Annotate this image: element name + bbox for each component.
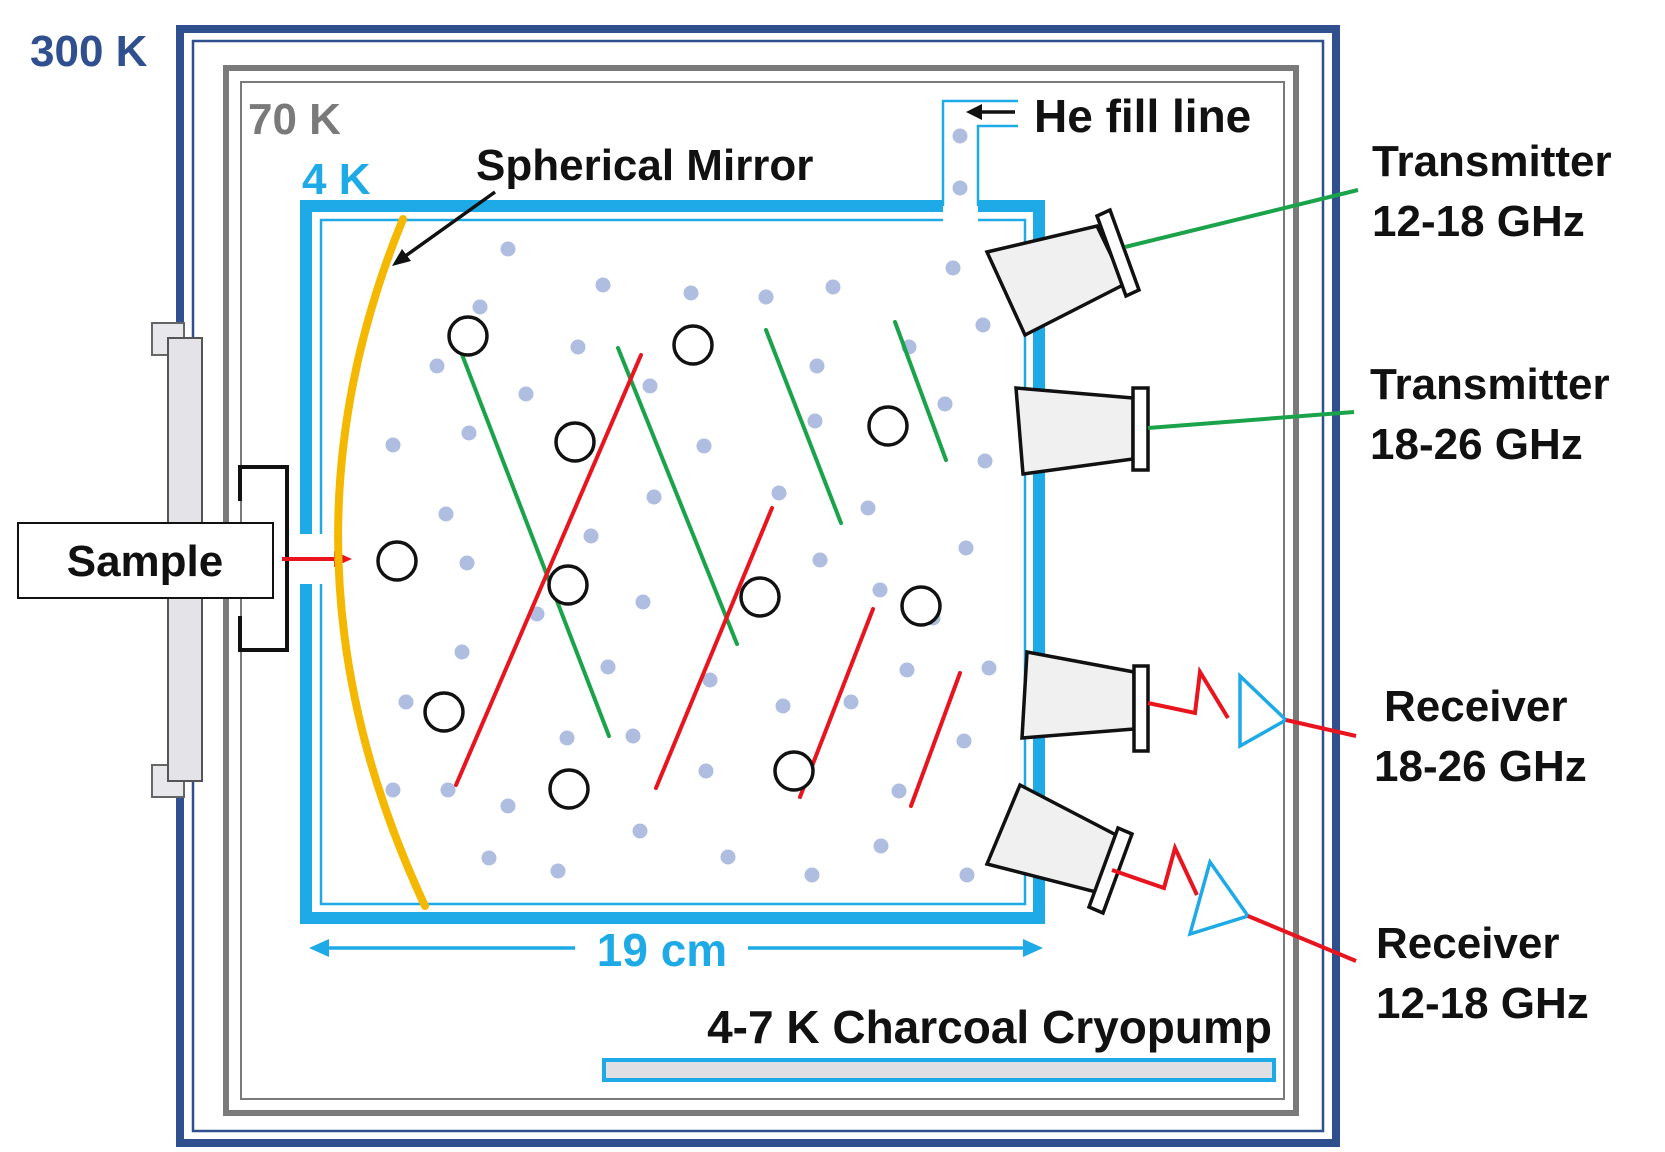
- he-fill-line-arrow: [966, 104, 1015, 120]
- transmitter-feed-18-26: [1147, 410, 1355, 430]
- dimension-label: 19 cm: [597, 924, 727, 976]
- dimension-arrow: [309, 939, 1043, 957]
- transmitter-2-band: 18-26 GHz: [1370, 420, 1583, 469]
- mirror-pointer-arrow: [392, 190, 497, 266]
- temp-300k-label: 300 K: [30, 27, 148, 76]
- transmit-beams: [454, 320, 948, 738]
- amplifier-icon: [1187, 857, 1251, 937]
- molecules: [376, 315, 942, 810]
- transmitter-feed-12-18: [1124, 188, 1359, 249]
- transmitter-1-band: 12-18 GHz: [1372, 197, 1585, 246]
- receiver-chain-18-26: [1147, 666, 1357, 749]
- he-fill-line-label: He fill line: [1034, 90, 1251, 142]
- transmitter-1-title: Transmitter: [1372, 137, 1612, 186]
- temp-70k-label: 70 K: [248, 95, 341, 144]
- shield-4k: [300, 200, 1045, 924]
- transmitter-horn-18-26: [1014, 386, 1150, 476]
- cryopump-label: 4-7 K Charcoal Cryopump: [707, 1001, 1272, 1053]
- transmitter-2-title: Transmitter: [1370, 360, 1610, 409]
- temp-4k-label: 4 K: [302, 155, 371, 204]
- sample-label: Sample: [67, 537, 224, 586]
- amplifier-icon: [1238, 671, 1289, 749]
- receiver-1-band: 18-26 GHz: [1374, 742, 1587, 791]
- sample-box: Sample: [17, 522, 274, 599]
- cryopump-bar: [602, 1058, 1276, 1082]
- receiver-2-band: 12-18 GHz: [1376, 979, 1589, 1028]
- transmitter-horn-12-18: [984, 207, 1142, 338]
- receiver-horn-18-26: [1020, 649, 1150, 753]
- receiver-1-title: Receiver: [1384, 682, 1567, 731]
- helium-dots: [385, 128, 997, 883]
- spherical-mirror-label: Spherical Mirror: [476, 141, 813, 190]
- receiver-chain-12-18: [1111, 842, 1357, 963]
- receiver-2-title: Receiver: [1376, 919, 1559, 968]
- spherical-mirror: [334, 215, 429, 910]
- receiver-horn-12-18: [984, 782, 1135, 916]
- he-fill-line-pipe: [941, 99, 1018, 206]
